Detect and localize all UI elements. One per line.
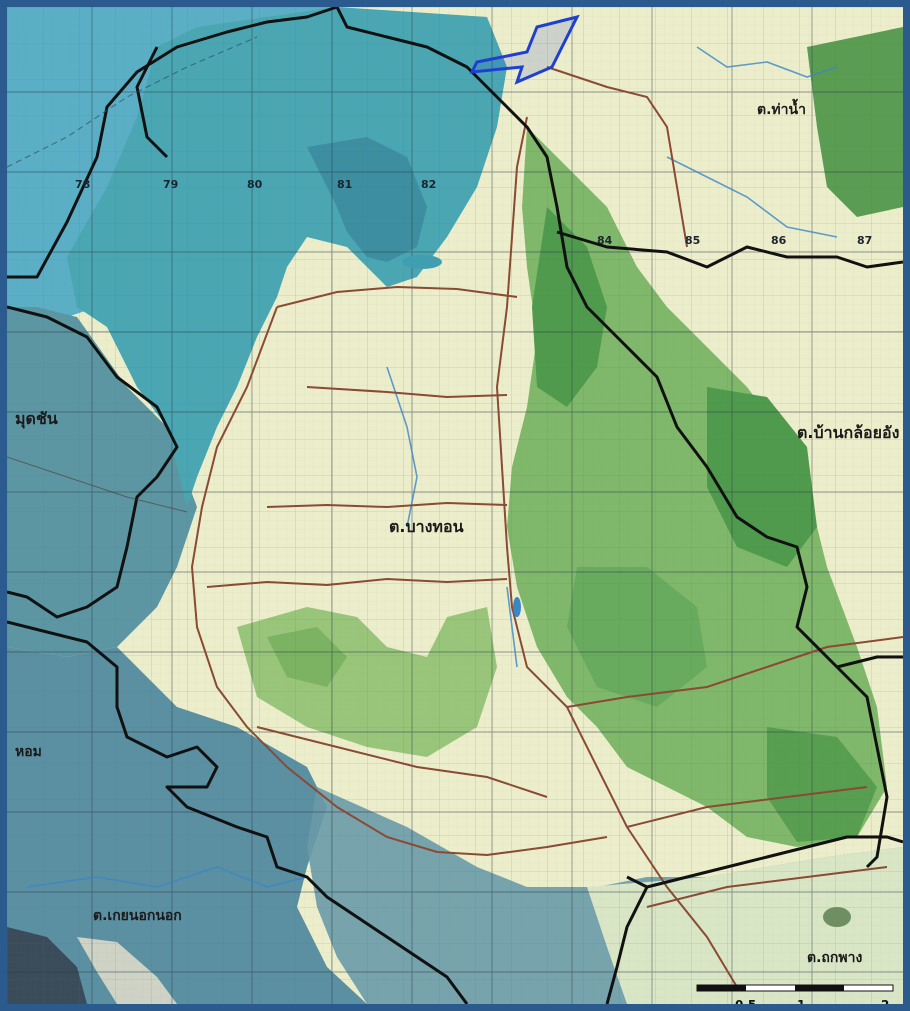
major-grid-lines — [7, 7, 903, 1004]
small-lake — [823, 907, 851, 927]
topographic-map — [7, 7, 903, 1004]
scale-label-half: 0.5 — [735, 998, 757, 1011]
place-label-south-east-district: ต.ถกพาง — [807, 950, 863, 966]
coast-dashed-line — [7, 36, 258, 168]
grid-label-82: 82 — [421, 178, 437, 191]
grid-label-78: 78 — [75, 178, 91, 191]
place-label-south-west-district: ต.เกยนอกนอก — [93, 908, 182, 924]
scale-label-one: 1 — [797, 998, 806, 1011]
district-boundaries — [7, 7, 903, 1004]
reservoir — [513, 597, 521, 617]
grid-label-86: 86 — [771, 234, 787, 247]
pond — [402, 255, 442, 269]
grid-label-79: 79 — [163, 178, 179, 191]
place-label-far-west: หอม — [15, 744, 42, 760]
grid-overlay — [7, 7, 903, 1004]
place-label-west-district: มุดชัน — [15, 409, 58, 428]
scale-label-two: 2 — [881, 998, 890, 1011]
rivers — [26, 46, 838, 888]
grid-label-85: 85 — [685, 234, 701, 247]
grid-label-81: 81 — [337, 178, 353, 191]
place-label-north-east-town: ต.ท่าน้ำ — [757, 102, 806, 118]
scale-bar — [696, 984, 894, 992]
grid-label-84: 84 — [597, 234, 613, 247]
coast-west-line — [7, 456, 188, 513]
roads — [190, 66, 903, 988]
survey-area-marker — [469, 14, 580, 85]
grid-label-80: 80 — [247, 178, 263, 191]
grid-label-87: 87 — [857, 234, 873, 247]
place-label-center-district: ต.บางทอน — [389, 517, 464, 536]
place-label-east-district: ต.บ้านกล้อยอัง — [797, 423, 900, 442]
